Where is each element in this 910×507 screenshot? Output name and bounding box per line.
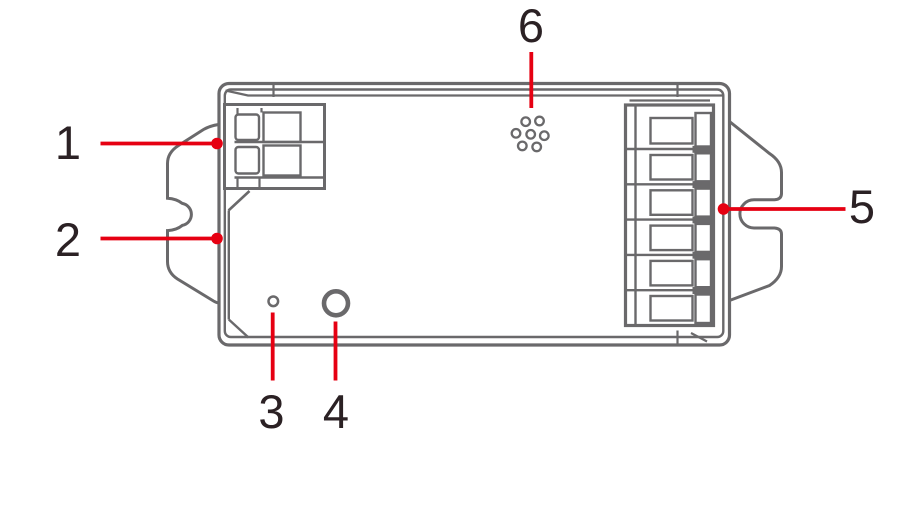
terminal-clamp-cell-5 xyxy=(694,258,713,289)
buzzer-hole xyxy=(510,127,522,139)
lid-corner-seam-under-connector xyxy=(227,190,251,212)
input-terminal-slot-1 xyxy=(262,111,302,144)
terminal-wire-slot-3 xyxy=(649,189,694,217)
terminal-wire-slot-6 xyxy=(649,294,694,322)
input-terminal-clamp-2 xyxy=(234,145,261,175)
indicator-hole xyxy=(267,295,280,308)
callout-label-6: 6 xyxy=(518,0,544,52)
terminal-wire-slot-5 xyxy=(649,259,694,287)
terminal-clamp-cell-6 xyxy=(694,293,713,325)
callout-leaders xyxy=(100,52,846,381)
terminal-wire-slots xyxy=(649,116,694,322)
lid-chamfer-bottom-right xyxy=(690,332,708,343)
callout-label-3: 3 xyxy=(258,385,284,438)
terminal-divider-tab xyxy=(692,216,714,224)
terminal-divider-tab xyxy=(692,287,714,294)
buzzer-hole xyxy=(538,130,550,142)
input-terminal-slot-2 xyxy=(262,144,302,177)
lid-seam-line xyxy=(225,89,723,97)
push-button xyxy=(321,288,351,318)
terminal-divider-tab xyxy=(692,251,714,259)
terminal-divider-tabs xyxy=(692,145,714,294)
callout-label-2: 2 xyxy=(55,213,81,266)
left-mounting-bracket xyxy=(166,123,219,305)
callout-label-1: 1 xyxy=(55,116,81,169)
terminal-divider-tab xyxy=(692,145,714,153)
terminal-block-housing xyxy=(623,103,716,328)
input-connector-rib-lines xyxy=(236,108,263,188)
input-terminal-clamp-1 xyxy=(234,113,261,142)
callout-1-dot xyxy=(211,137,223,150)
terminal-clamp-cell-4 xyxy=(694,222,713,254)
terminal-clamp-cell-2 xyxy=(694,152,713,183)
terminal-row-dividers xyxy=(625,147,714,292)
terminal-clamp-cell-3 xyxy=(694,187,713,218)
callout-label-5: 5 xyxy=(849,180,875,233)
right-mounting-bracket xyxy=(728,120,783,302)
input-connector-housing xyxy=(223,103,326,190)
callout-2-dot xyxy=(211,232,223,245)
callout-labels: 1 2 3 4 5 6 xyxy=(55,0,875,438)
buzzer-hole xyxy=(531,141,543,153)
buzzer-hole xyxy=(525,128,537,140)
callout-5-dot xyxy=(717,203,730,215)
terminal-wire-slot-1 xyxy=(649,116,694,145)
buzzer-holes xyxy=(510,115,550,153)
output-terminal-block xyxy=(623,99,716,328)
device-body-outer-outline xyxy=(217,81,732,347)
terminal-divider-tab xyxy=(692,181,714,189)
buzzer-hole xyxy=(520,116,532,128)
buzzer-hole xyxy=(534,115,545,127)
callout-label-4: 4 xyxy=(323,385,349,438)
terminal-wire-slot-4 xyxy=(649,224,694,252)
buzzer-hole xyxy=(516,140,528,152)
input-connector-block xyxy=(223,103,326,190)
lid-chamfer-bottom-left xyxy=(227,318,250,339)
terminal-wire-slot-2 xyxy=(649,153,694,181)
terminal-clamp-cell-1 xyxy=(694,111,713,148)
